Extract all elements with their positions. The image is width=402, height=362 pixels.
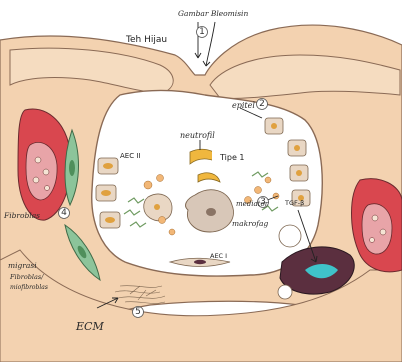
vesicle-icon xyxy=(278,285,292,299)
epitel-label: epitel xyxy=(232,101,255,110)
step-5-number: 5 xyxy=(135,307,141,317)
bleomycin-arrow-2 xyxy=(206,22,215,66)
blood-vessel-right-lumen xyxy=(362,204,392,254)
step-1-number: 1 xyxy=(199,27,205,37)
neutrofil-label: neutrofil xyxy=(180,131,215,140)
migrasi-sub-label: Fibroblas/ xyxy=(9,273,44,281)
tgf-beta-label: TGF-β xyxy=(284,199,304,207)
tipe1-label: Tipe 1 xyxy=(219,153,245,162)
step-4-number: 4 xyxy=(61,208,67,218)
aec2-label: AEC II xyxy=(120,152,140,160)
alveolus xyxy=(92,90,322,276)
green-tea-label: Teh Hijau xyxy=(125,35,167,45)
migrasi-sub2-label: miofibroblas xyxy=(10,284,48,291)
aec1-label: AEC I xyxy=(210,252,227,260)
ecm-label: ECM xyxy=(75,320,104,333)
bleomycin-label: Gambar Bleomisin xyxy=(178,9,248,18)
step-2-number: 2 xyxy=(259,99,265,109)
mediator-label: mediator xyxy=(236,200,269,208)
fibroblas-label: Fibroblas xyxy=(3,211,40,220)
migrasi-label: migrasi xyxy=(8,261,37,270)
makrofag-label: makrofag xyxy=(232,219,268,228)
